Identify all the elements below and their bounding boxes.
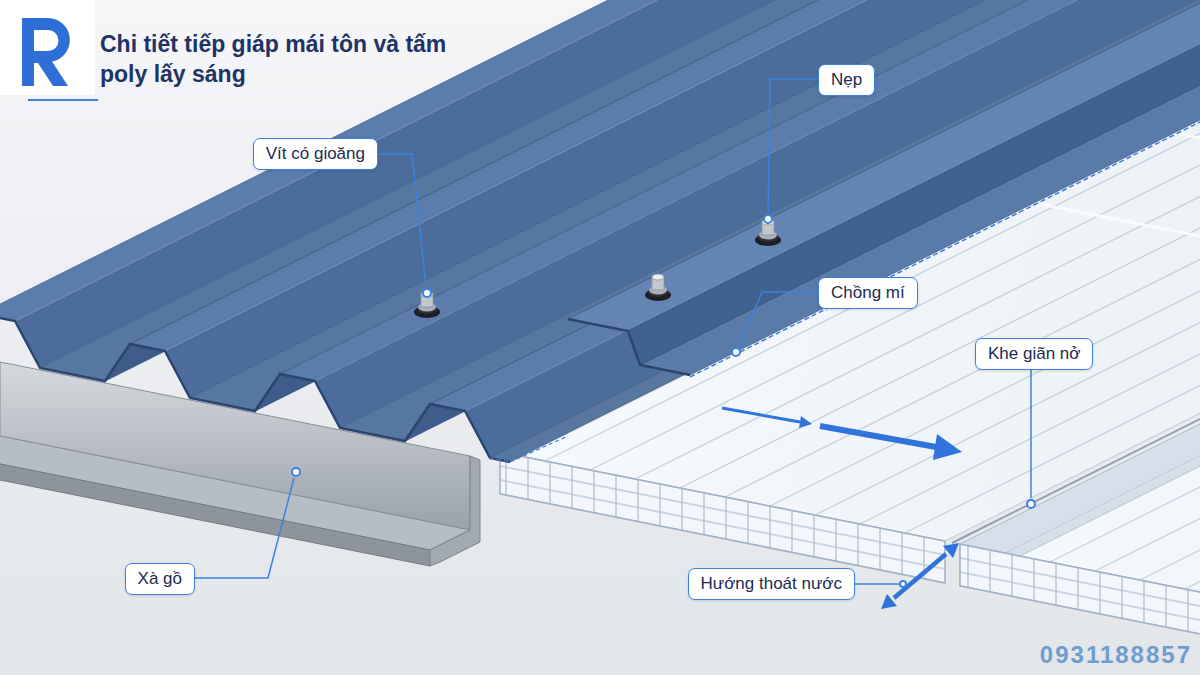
- callout-box: Vít có gioăng: [253, 138, 378, 170]
- steel-purlin: [0, 456, 430, 566]
- leader-dots: [423, 289, 431, 297]
- leader-lines: [768, 79, 818, 213]
- callout-box: Nẹp: [818, 64, 875, 96]
- logo: [0, 0, 95, 95]
- metal-roof-sheet: [0, 314, 510, 462]
- leader-dots: [732, 348, 740, 356]
- leader-lines: [1030, 368, 1032, 498]
- callout-box: Hướng thoát nước: [688, 568, 855, 600]
- callout-box: Chồng mí: [818, 277, 918, 309]
- flashing-strip: [490, 0, 1200, 462]
- leader-dots: [1027, 500, 1035, 508]
- callout-text: Nẹp: [831, 69, 862, 91]
- leader-lines: [195, 478, 294, 578]
- flow-arrows: [722, 408, 800, 422]
- callout-box: Xà gồ: [125, 563, 195, 595]
- leader-dots: [292, 215, 1035, 587]
- flashing-strip: [628, 0, 1200, 365]
- flow-arrows: [933, 434, 962, 460]
- gasket-screws: [414, 219, 781, 318]
- steel-purlin: [430, 456, 480, 566]
- polycarbonate-sheet: [500, 452, 945, 583]
- leader-dots: [764, 215, 772, 223]
- diagram-title: Chi tiết tiếp giáp mái tôn và tấm poly l…: [100, 30, 470, 90]
- gasket-screws: [645, 274, 671, 301]
- flow-arrows: [943, 543, 959, 558]
- logo: [0, 0, 95, 95]
- flashing-strip: [568, 319, 690, 375]
- metal-roof-sheet: [0, 0, 1200, 462]
- leader-dots: [900, 581, 906, 587]
- leader-dots: [292, 468, 300, 476]
- leader-lines: [855, 583, 900, 585]
- callout-text: Chồng mí: [831, 282, 905, 304]
- title-underline: [28, 99, 98, 101]
- flow-arrows: [894, 554, 946, 598]
- callout-box: Khe giãn nở: [975, 338, 1093, 370]
- logo: [22, 18, 70, 86]
- callout-text: Khe giãn nở: [988, 343, 1080, 365]
- metal-roof-sheet: [340, 0, 1200, 441]
- flow-arrows: [820, 426, 936, 447]
- flashing-strip: [690, 72, 1200, 377]
- leader-lines: [195, 79, 1031, 584]
- leader-lines: [739, 292, 818, 346]
- callout-text: Vít có gioăng: [266, 143, 365, 165]
- flow-arrows: [799, 416, 812, 428]
- phone-watermark: 0931188857: [1040, 641, 1192, 669]
- callout-text: Xà gồ: [138, 568, 182, 590]
- flashing-strip: [640, 0, 1200, 375]
- callout-text: Hướng thoát nước: [701, 573, 842, 595]
- expansion-gap: [952, 393, 1200, 543]
- flow-arrows: [881, 594, 897, 609]
- leader-lines: [378, 154, 426, 287]
- flashing-strip: [490, 436, 568, 462]
- polycarbonate-sheet: [960, 544, 1200, 658]
